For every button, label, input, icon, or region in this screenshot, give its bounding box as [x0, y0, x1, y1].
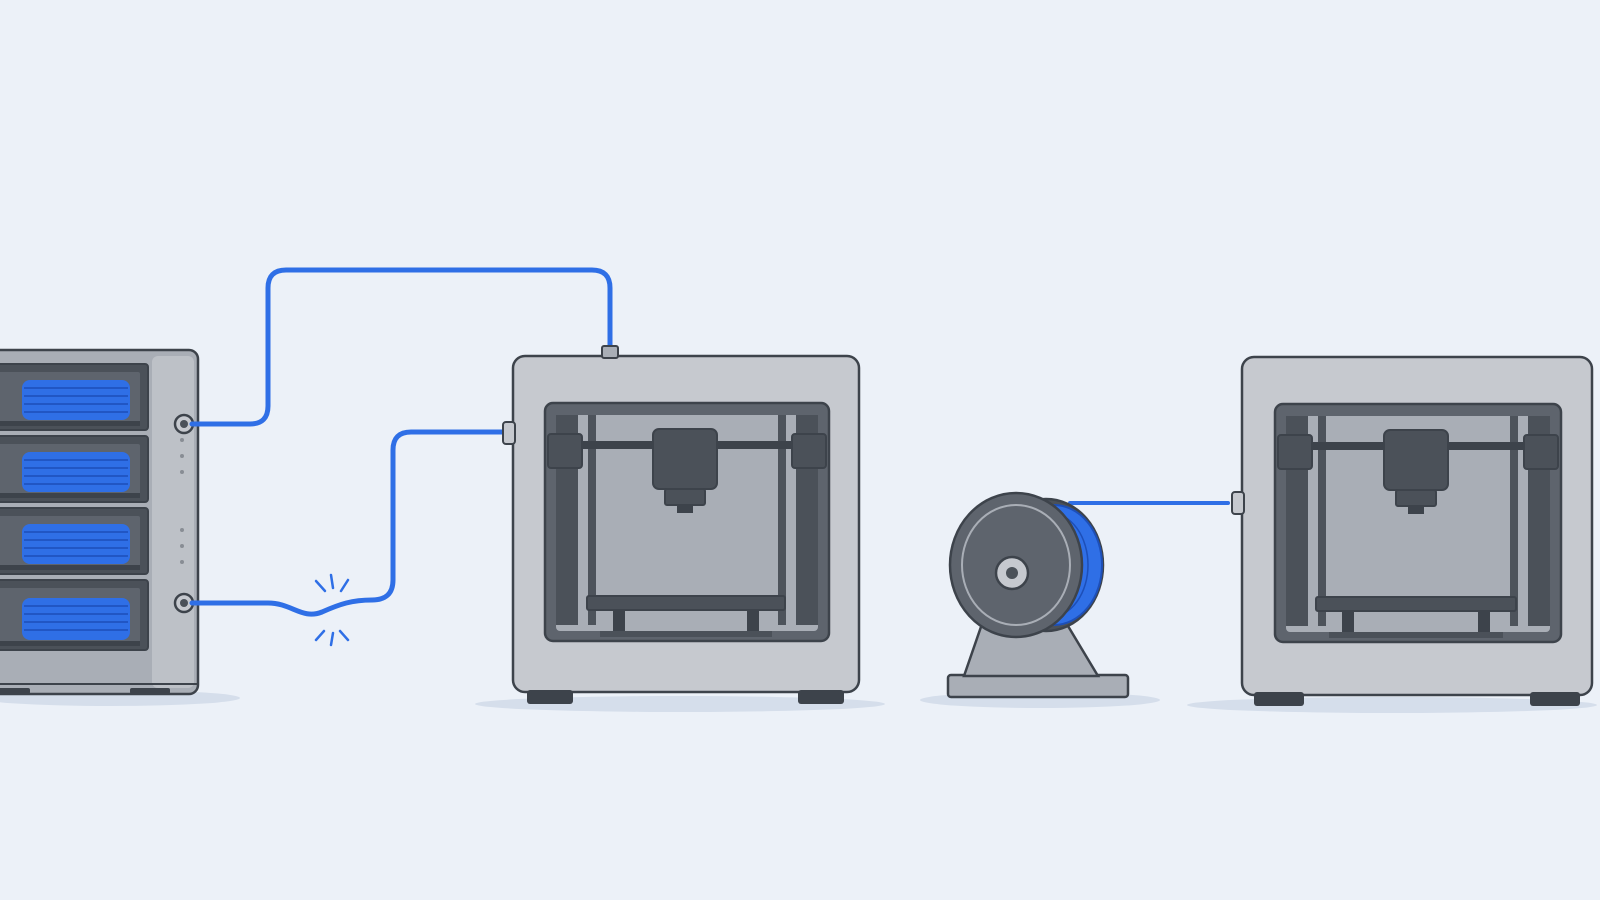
print-head-icon [1383, 429, 1449, 514]
filament-spool-icon [22, 452, 130, 492]
print-head-icon [652, 428, 718, 513]
filament-spool-icon [22, 598, 130, 640]
printer-one[interactable] [502, 345, 861, 704]
dryer-side-panel [152, 356, 194, 688]
dryer-output-port[interactable] [173, 413, 195, 435]
spool-stand-base [946, 673, 1130, 699]
dryer-indicator-lights [180, 438, 184, 564]
printer-top-input-port[interactable] [601, 345, 619, 359]
printer-one-shadow [475, 696, 885, 712]
filament-spool-icon [22, 524, 130, 564]
print-bed [1315, 596, 1517, 638]
spool-holder[interactable] [946, 491, 1130, 699]
dryer-compartment[interactable] [0, 435, 149, 503]
printer-two[interactable] [1231, 355, 1594, 706]
dryer-compartment[interactable] [0, 363, 149, 431]
spark-burst-icon [314, 573, 350, 647]
filament-dryer[interactable] [0, 348, 200, 696]
printer-input-port[interactable] [1231, 491, 1245, 515]
filament-line-lower-feed[interactable] [189, 429, 507, 617]
dryer-compartment[interactable] [0, 579, 149, 651]
dryer-compartment[interactable] [0, 507, 149, 575]
filament-line-upper-feed[interactable] [189, 267, 613, 427]
printer-input-port[interactable] [502, 421, 516, 445]
filament-lines [189, 267, 1230, 617]
filament-spool-icon [22, 380, 130, 420]
print-bed [586, 595, 786, 637]
